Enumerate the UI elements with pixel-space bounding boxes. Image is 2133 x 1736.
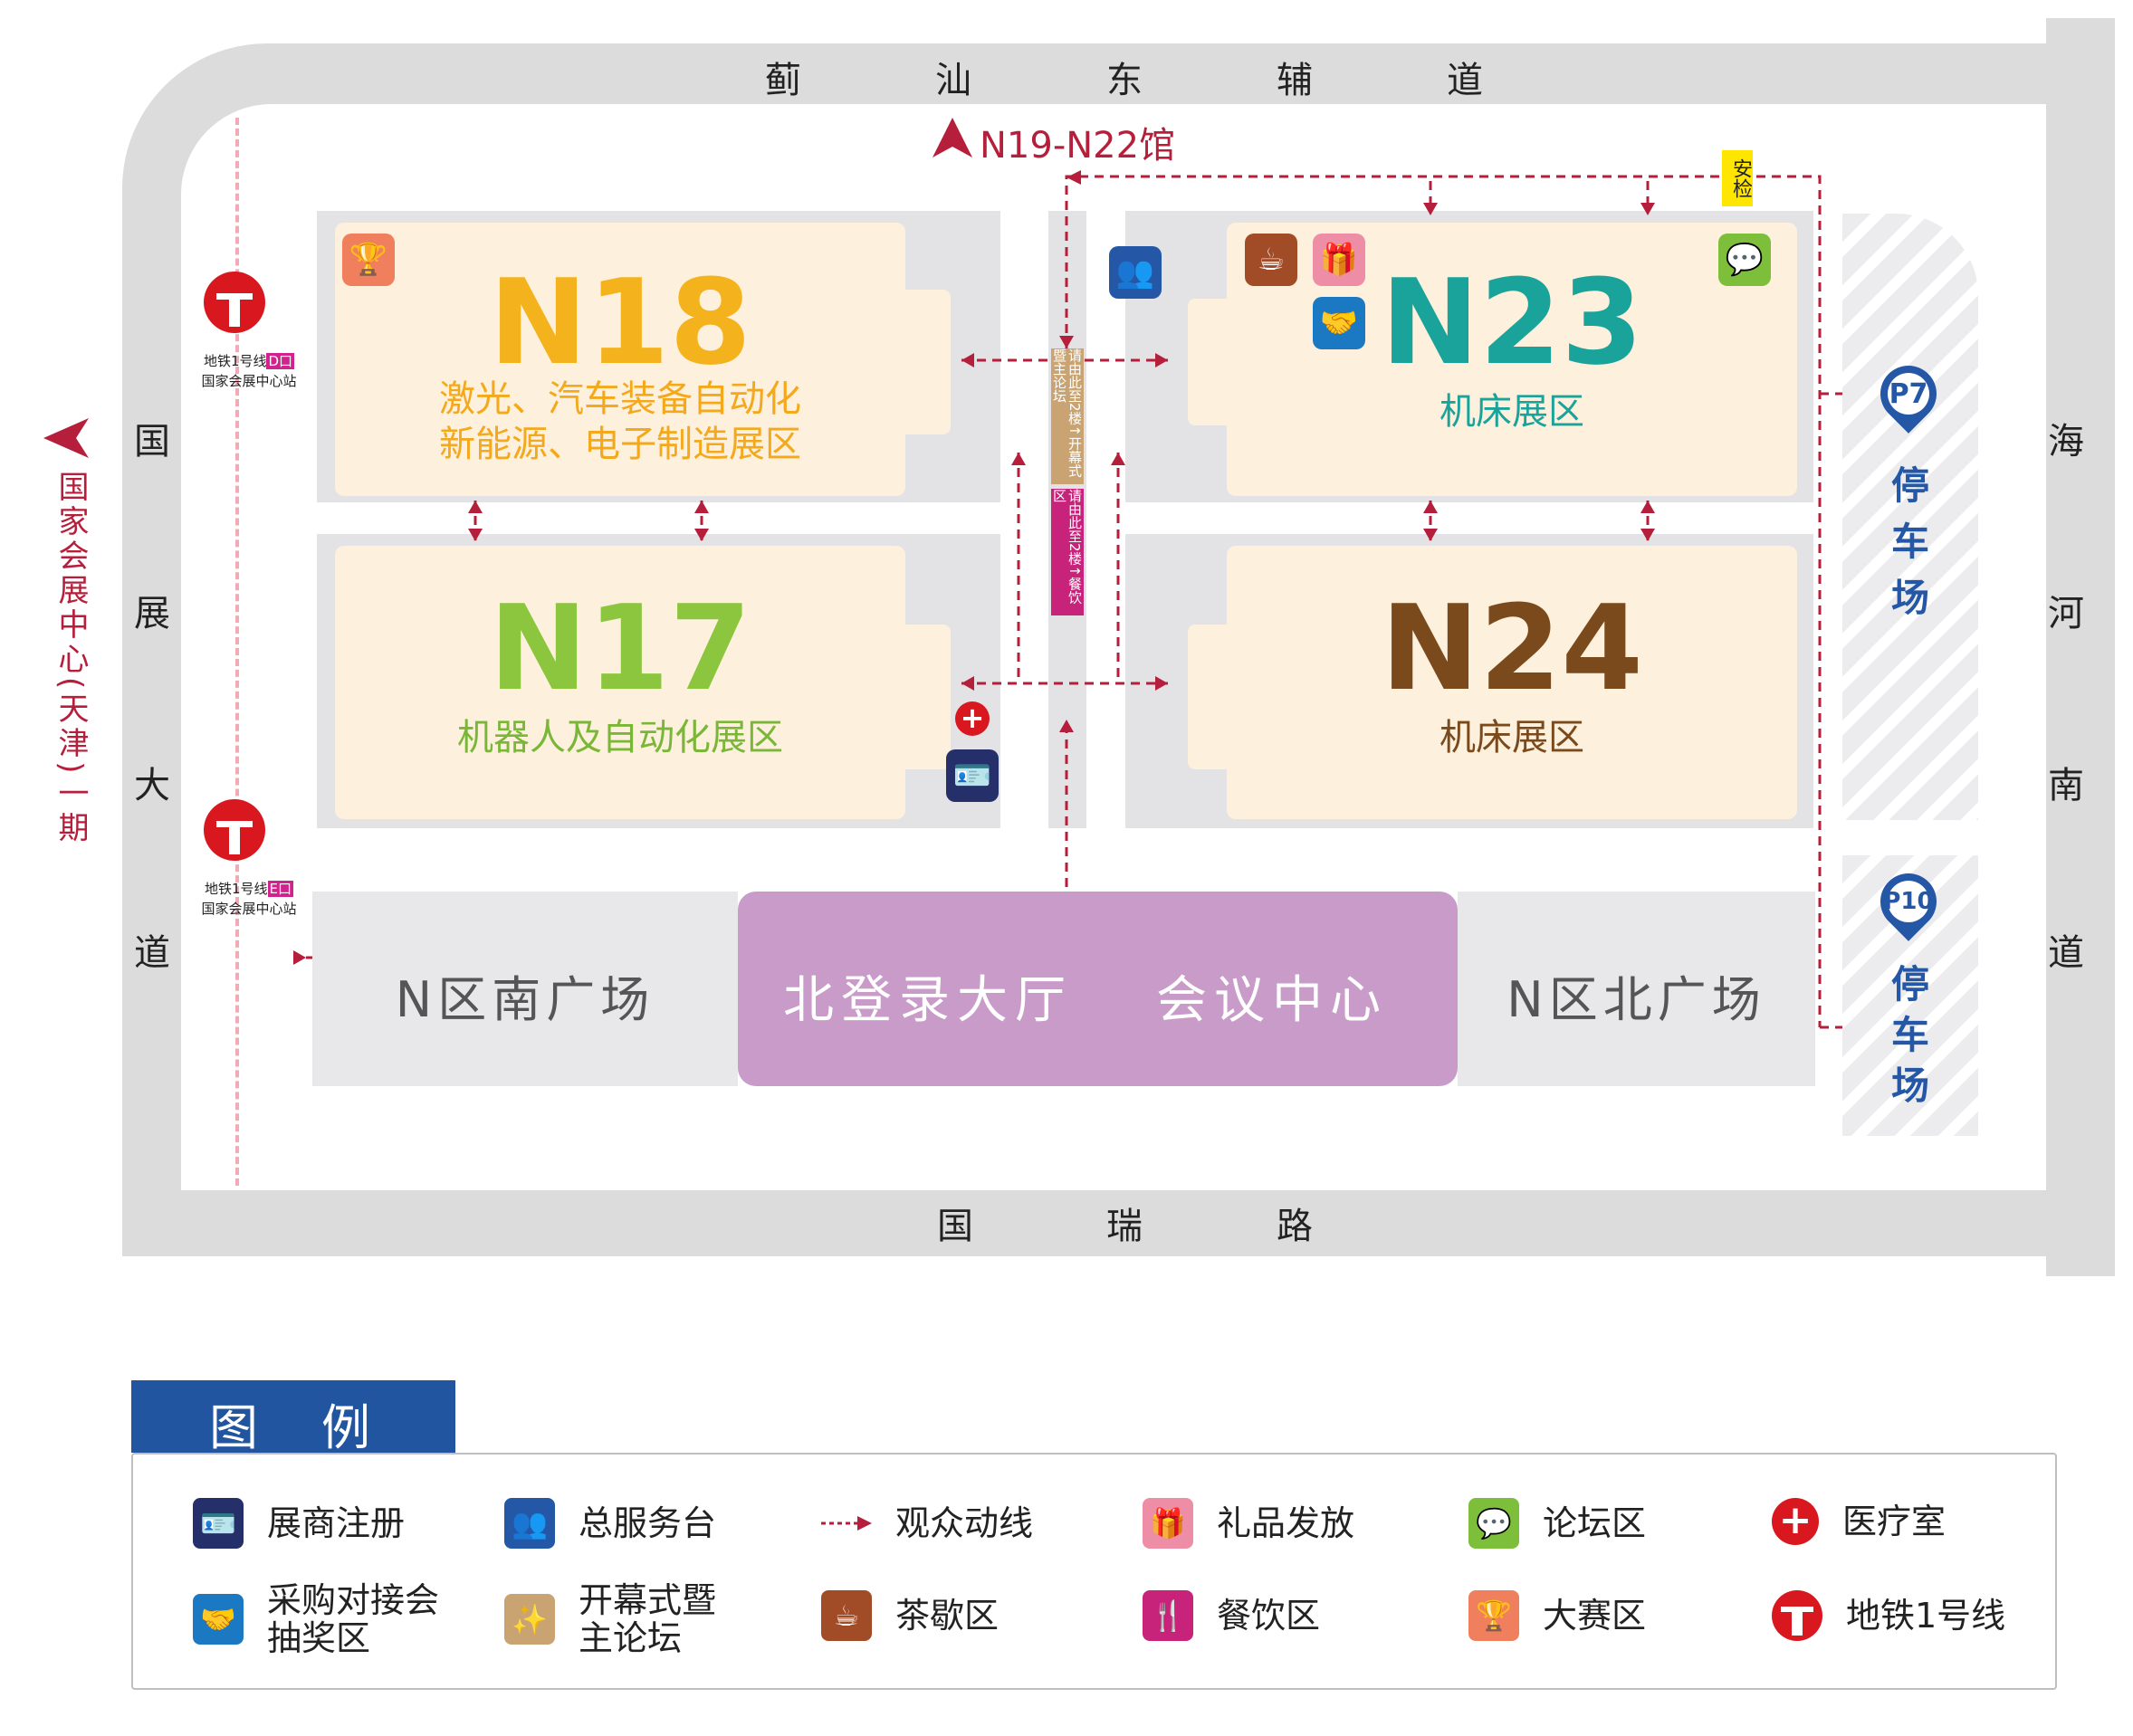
gift-icon[interactable]: 🎁: [1313, 234, 1365, 286]
metro-line-track: [235, 118, 239, 1186]
handshake-icon[interactable]: 🤝: [1313, 297, 1365, 349]
hall-n18-zone: 激光、汽车装备自动化 新能源、电子制造展区: [439, 378, 801, 465]
handshake-icon: 🤝: [193, 1594, 244, 1645]
legend-title: 图 例: [209, 1399, 378, 1456]
venue-map: 蓟 汕 东 辅 道 国 瑞 路 国 展 大 道 海 河 南 道 国家会展中心(天…: [43, 18, 2115, 1276]
parking-p7-label: 停车场: [1890, 463, 1929, 620]
legend-item-gift: 🎁 礼品发放: [1143, 1498, 1354, 1549]
registration-lobby[interactable]: [738, 892, 1458, 1086]
hall-n18-name: N18: [489, 253, 751, 391]
medical-icon[interactable]: +: [955, 701, 990, 736]
service-desk-icon: 👥: [504, 1498, 555, 1549]
dining-sign: 请由此至2楼↑餐饮区: [1051, 489, 1084, 615]
forum-icon: 💬: [1468, 1498, 1519, 1549]
exhibitor-registration-icon[interactable]: 🪪: [946, 749, 999, 802]
opening-ceremony-sign: 请由此至2楼↑开幕式暨主论坛: [1051, 348, 1084, 484]
security-checkpoint: 安检: [1722, 150, 1753, 206]
trophy-icon[interactable]: 🏆: [342, 234, 395, 286]
legend-item-visitor-route: 观众动线: [821, 1498, 1033, 1549]
legend-title-tab: [131, 1380, 455, 1453]
hall-n23-zone: 机床展区: [1440, 391, 1584, 433]
parking-p10-label: 停车场: [1890, 962, 1929, 1108]
legend: 图 例 🪪 展商注册 👥 总服务台 观众动线 🎁 礼品发放 💬 论坛区 + 医疗…: [131, 1380, 2057, 1690]
direction-sign[interactable]: N19-N22馆: [980, 125, 1176, 167]
venue-direction-arrow-icon: [43, 418, 89, 458]
trophy-icon: 🏆: [1468, 1590, 1519, 1641]
parking-p10[interactable]: P10 停车场: [1842, 855, 1978, 1136]
metro-icon: [1772, 1590, 1822, 1641]
hall-n24-zone: 机床展区: [1440, 717, 1584, 758]
forum-icon[interactable]: 💬: [1718, 234, 1771, 286]
north-plaza[interactable]: [1458, 892, 1815, 1086]
hall-n17[interactable]: [335, 546, 905, 819]
exhibitor-registration-icon: 🪪: [193, 1498, 244, 1549]
parking-p7[interactable]: P7 停车场: [1842, 214, 1978, 820]
hall-n17-zone: 机器人及自动化展区: [457, 717, 783, 758]
dining-icon: 🍴: [1143, 1590, 1193, 1641]
legend-item-metro: 地铁1号线: [1772, 1590, 2005, 1641]
visitor-route: [293, 170, 1847, 1029]
legend-item-exhibitor-registration: 🪪 展商注册: [193, 1498, 405, 1549]
hall-n18[interactable]: [335, 223, 905, 496]
legend-item-tea: ☕ 茶歇区: [821, 1590, 999, 1641]
legend-item-handshake: 🤝 采购对接会 抽奖区: [193, 1581, 439, 1657]
medical-icon: +: [1772, 1498, 1819, 1545]
legend-item-medical: + 医疗室: [1772, 1498, 1946, 1545]
hall-n17-name: N17: [489, 579, 751, 717]
legend-item-forum: 💬 论坛区: [1468, 1498, 1646, 1549]
north-arrow-icon: [933, 118, 972, 157]
legend-box: 🪪 展商注册 👥 总服务台 观众动线 🎁 礼品发放 💬 论坛区 + 医疗室 🤝 …: [131, 1453, 2057, 1690]
service-desk-icon[interactable]: 👥: [1109, 246, 1162, 299]
opening-ceremony-icon: ✨: [504, 1594, 555, 1645]
east-road-ext: [2046, 18, 2115, 1276]
venue-label: 国家会展中心(天津)一期: [53, 471, 89, 846]
gift-icon: 🎁: [1143, 1498, 1193, 1549]
visitor-route-icon: [821, 1516, 872, 1531]
lobby-label: 北登录大厅: [783, 971, 1073, 1030]
tea-icon[interactable]: ☕: [1245, 234, 1297, 286]
conference-center-label: 会议中心: [1156, 971, 1388, 1030]
hall-n23-name: N23: [1381, 253, 1643, 391]
hall-n24[interactable]: [1227, 546, 1797, 819]
tea-icon: ☕: [821, 1590, 872, 1641]
south-plaza[interactable]: [312, 892, 738, 1086]
legend-item-service-desk: 👥 总服务台: [504, 1498, 716, 1549]
legend-item-dining: 🍴 餐饮区: [1143, 1590, 1320, 1641]
legend-item-trophy: 🏆 大赛区: [1468, 1590, 1646, 1641]
hall-n24-name: N24: [1381, 579, 1643, 717]
legend-item-opening-ceremony: ✨ 开幕式暨 主论坛: [504, 1581, 716, 1657]
